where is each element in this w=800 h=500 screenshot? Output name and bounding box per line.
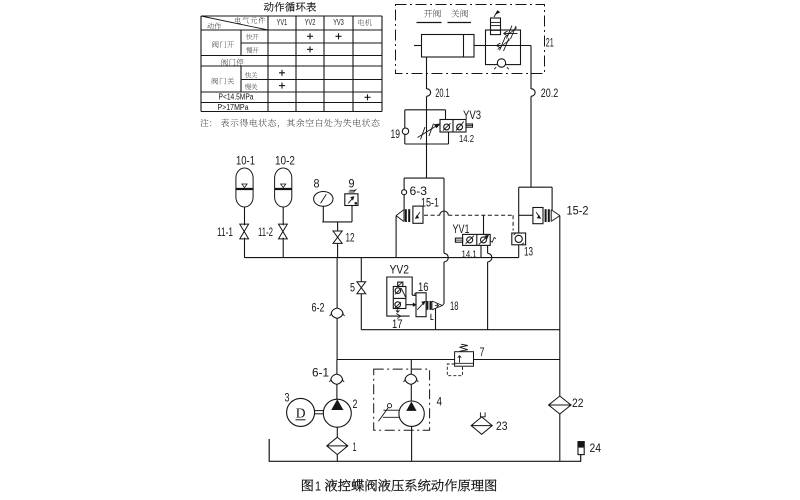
svg-text:16: 16 (418, 282, 429, 294)
svg-text:19: 19 (391, 129, 401, 141)
svg-text:11-1: 11-1 (217, 227, 233, 239)
svg-text:14.2: 14.2 (459, 133, 474, 145)
svg-text:21: 21 (546, 36, 554, 50)
svg-text:D: D (296, 406, 306, 421)
svg-text:4: 4 (437, 397, 443, 409)
svg-text:P<14.5MPa: P<14.5MPa (219, 93, 254, 102)
svg-text:8: 8 (314, 179, 320, 191)
svg-text:9: 9 (349, 179, 355, 191)
svg-text:1: 1 (353, 442, 357, 454)
svg-text:YV1: YV1 (277, 18, 288, 27)
svg-text:YV3: YV3 (333, 18, 344, 27)
svg-text:YV2: YV2 (390, 265, 410, 277)
svg-text:6-2: 6-2 (312, 303, 325, 315)
svg-text:10-2: 10-2 (275, 156, 295, 168)
svg-text:6-3: 6-3 (410, 186, 428, 198)
svg-text:YV1: YV1 (453, 224, 470, 236)
svg-text:15-2: 15-2 (567, 206, 589, 218)
svg-text:3: 3 (285, 393, 290, 405)
svg-text:24: 24 (590, 443, 602, 455)
svg-text:11-2: 11-2 (258, 227, 273, 239)
svg-text:20.2: 20.2 (541, 88, 559, 100)
svg-text:20.1: 20.1 (435, 88, 450, 100)
svg-text:15-1: 15-1 (421, 198, 439, 210)
svg-text:17: 17 (392, 319, 403, 331)
svg-text:P>17MPa: P>17MPa (218, 103, 249, 112)
svg-text:5: 5 (350, 283, 355, 295)
svg-text:18: 18 (450, 301, 459, 313)
svg-text:23: 23 (496, 421, 508, 433)
svg-text:7: 7 (480, 347, 485, 359)
svg-text:13: 13 (524, 247, 533, 259)
svg-text:YV2: YV2 (305, 18, 316, 27)
svg-text:YV3: YV3 (463, 110, 481, 122)
svg-text:2: 2 (353, 399, 358, 411)
svg-text:6-1: 6-1 (312, 368, 329, 380)
svg-text:10-1: 10-1 (236, 156, 255, 168)
svg-text:22: 22 (572, 398, 584, 410)
svg-text:14.1: 14.1 (462, 248, 477, 260)
svg-text:1: 1 (315, 479, 321, 493)
svg-text:12: 12 (346, 233, 355, 245)
